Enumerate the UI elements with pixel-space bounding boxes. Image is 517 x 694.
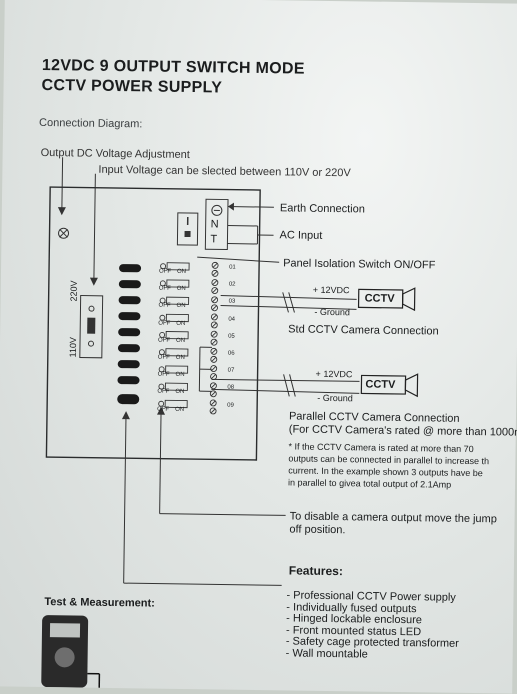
terminal-screw-slot: [212, 315, 216, 319]
output-number: 06: [228, 351, 235, 357]
terminal-screw-slot: [213, 263, 217, 267]
jumper-on-label: ON: [176, 320, 185, 326]
std-camera-label: CCTV: [365, 292, 395, 304]
jumper-off-label: OFF: [157, 406, 169, 412]
jumper-on-label: ON: [177, 269, 186, 275]
output-number: 02: [229, 282, 236, 288]
feature-item: - Wall mountable: [286, 648, 459, 662]
jumper-on-label: ON: [176, 372, 185, 378]
jumper-off-label: OFF: [157, 389, 169, 395]
terminal-screw-slot: [212, 323, 216, 327]
jumper-off-label: OFF: [159, 286, 171, 292]
terminal-n-label: N: [211, 218, 219, 230]
panel-switch-label: Panel Isolation Switch ON/OFF: [283, 257, 435, 271]
parallel-note: * If the CCTV Camera is rated at more th…: [288, 440, 517, 491]
v110-label: 110V: [68, 337, 79, 358]
terminal-screw-slot: [211, 392, 215, 396]
output-number: 07: [228, 368, 235, 374]
jumper-off-label: OFF: [159, 269, 171, 275]
terminal-screw-slot: [212, 367, 216, 371]
jumper-off-label: OFF: [158, 337, 170, 343]
terminal-screw-slot: [211, 401, 215, 405]
jumper-off-label: OFF: [158, 372, 170, 378]
output-number: 01: [229, 265, 236, 271]
terminal-screw-slot: [212, 332, 216, 336]
jumper-off-label: OFF: [158, 320, 170, 326]
jumper-on-label: ON: [175, 406, 184, 412]
terminal-screw-slot: [213, 281, 217, 285]
output-number: 04: [228, 316, 235, 322]
jumper-on-label: ON: [176, 355, 185, 361]
jumper-off-label: OFF: [158, 303, 170, 309]
ac-input-label: AC Input: [279, 229, 322, 242]
output-number: 03: [229, 299, 236, 305]
features-heading: Features:: [289, 563, 343, 578]
par-plus-label: + 12VDC: [316, 369, 353, 381]
terminal-screw-slot: [213, 298, 217, 302]
earth-connection-label: Earth Connection: [280, 202, 365, 215]
terminal-screw-slot: [211, 409, 215, 413]
std-plus-label: + 12VDC: [313, 285, 350, 297]
terminal-screw-slot: [212, 306, 216, 310]
std-connection-label: Std CCTV Camera Connection: [288, 323, 439, 337]
v220-label: 220V: [69, 280, 80, 301]
parallel-title: Parallel CCTV Camera Connection: [289, 410, 460, 424]
terminal-screw-slot: [211, 384, 215, 388]
test-measurement-heading: Test & Measurement:: [44, 596, 155, 610]
terminal-t-label: T: [210, 233, 217, 245]
terminal-screw-slot: [212, 349, 216, 353]
features-list: - Professional CCTV Power supply - Indiv…: [286, 590, 460, 661]
par-camera-label: CCTV: [365, 378, 395, 390]
terminal-screw-slot: [213, 271, 217, 275]
jumper-on-label: ON: [177, 286, 186, 292]
output-number: 08: [227, 385, 234, 391]
jumper-on-label: ON: [176, 338, 185, 344]
terminal-screw-slot: [212, 375, 216, 379]
jumper-on-label: ON: [175, 389, 184, 395]
terminal-screw-slot: [212, 357, 216, 361]
terminal-screw-slot: [213, 289, 217, 293]
jumper-on-label: ON: [176, 303, 185, 309]
jumper-off-label: OFF: [158, 355, 170, 361]
std-ground-label: - Ground: [314, 307, 350, 318]
output-number: 09: [227, 402, 234, 408]
par-ground-label: - Ground: [317, 393, 353, 404]
terminal-screw-slot: [212, 340, 216, 344]
disable-note-2: off position.: [289, 523, 345, 536]
output-number: 05: [228, 333, 235, 339]
